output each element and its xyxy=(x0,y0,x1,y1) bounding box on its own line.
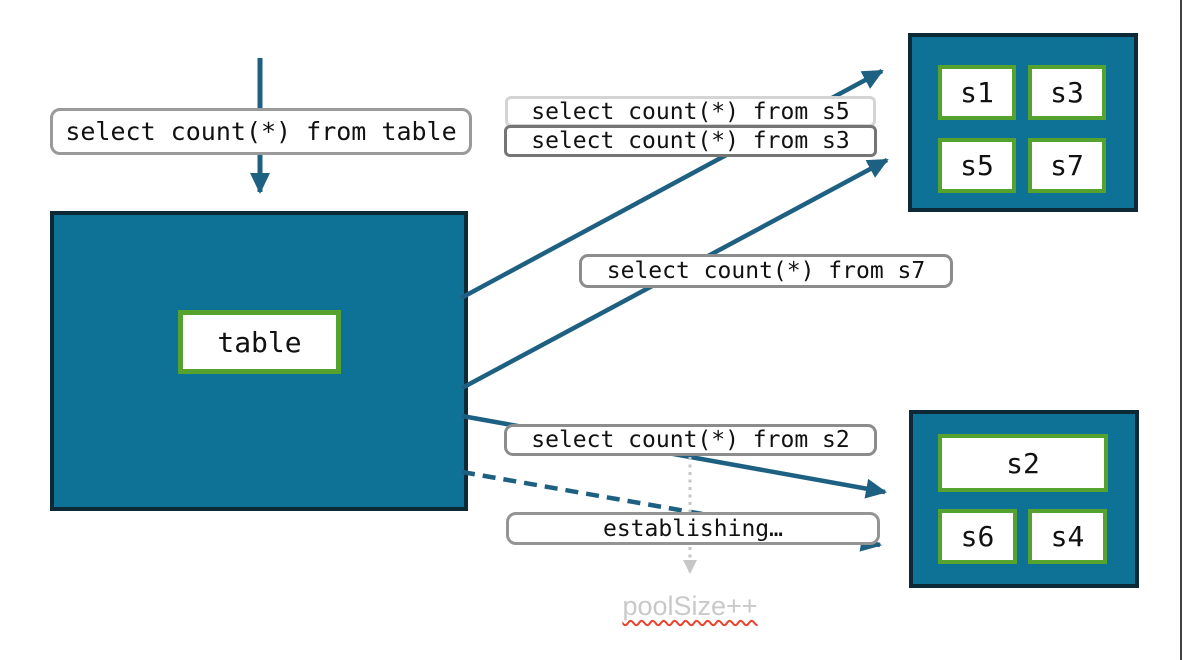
query-label-s3: select count(*) from s3 xyxy=(504,125,877,157)
establishing-text: establishing… xyxy=(602,515,783,542)
query-s7-text: select count(*) from s7 xyxy=(606,258,926,284)
poolsize-text: poolSize++ xyxy=(622,590,758,621)
shard-group-bottom: s2 s6 s4 xyxy=(909,410,1139,588)
query-label-s2: select count(*) from s2 xyxy=(504,424,877,456)
shard-s1: s1 xyxy=(938,65,1016,120)
shard-group-top: s1 s3 s5 s7 xyxy=(908,33,1138,212)
shard-s7: s7 xyxy=(1028,138,1106,193)
shard-s6: s6 xyxy=(938,509,1017,564)
shard-s4-label: s4 xyxy=(1050,520,1085,553)
query-label-table: select count(*) from table xyxy=(50,108,472,155)
shard-s3-label: s3 xyxy=(1050,76,1084,109)
poolsize-note: poolSize++ xyxy=(600,588,780,624)
query-s5-text: select count(*) from s5 xyxy=(531,98,850,125)
query-s2-text: select count(*) from s2 xyxy=(531,427,850,453)
slide-edge-line xyxy=(1180,0,1182,660)
status-label-establishing: establishing… xyxy=(506,512,880,545)
shard-s5: s5 xyxy=(938,138,1016,193)
shard-s4: s4 xyxy=(1028,509,1107,564)
table-container-box: table xyxy=(50,211,468,511)
query-table-text: select count(*) from table xyxy=(65,117,457,146)
arrow-to-shards-bottom-dashed xyxy=(461,469,882,552)
query-label-s5: select count(*) from s5 xyxy=(505,96,876,127)
shard-s2-label: s2 xyxy=(1006,446,1040,480)
shard-s1-label: s1 xyxy=(960,76,994,109)
shard-s2: s2 xyxy=(938,434,1108,492)
shard-s3: s3 xyxy=(1028,65,1106,120)
query-label-s7: select count(*) from s7 xyxy=(579,254,953,288)
table-label: table xyxy=(217,325,302,359)
shard-s7-label: s7 xyxy=(1050,149,1084,182)
shard-s6-label: s6 xyxy=(960,520,995,553)
shard-s5-label: s5 xyxy=(960,149,994,182)
table-box: table xyxy=(178,310,341,374)
query-s3-text: select count(*) from s3 xyxy=(531,128,850,154)
